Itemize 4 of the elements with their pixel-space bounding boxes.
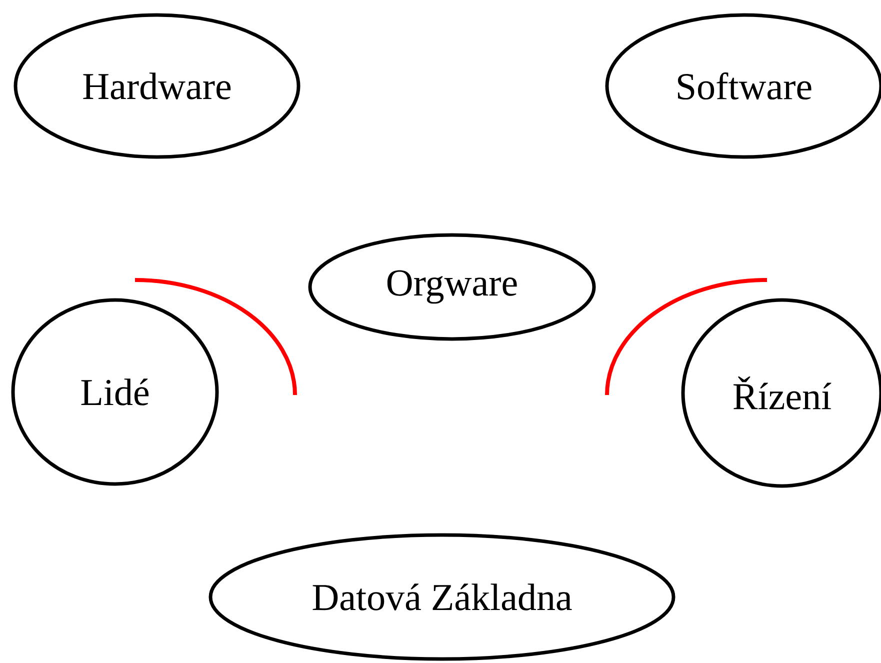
ellipse-node: Hardware xyxy=(14,13,300,159)
circle-node: Lidé xyxy=(11,298,219,486)
ellipse-node: Datová Základna xyxy=(208,533,676,661)
ellipse-node: Orgware xyxy=(308,233,596,341)
